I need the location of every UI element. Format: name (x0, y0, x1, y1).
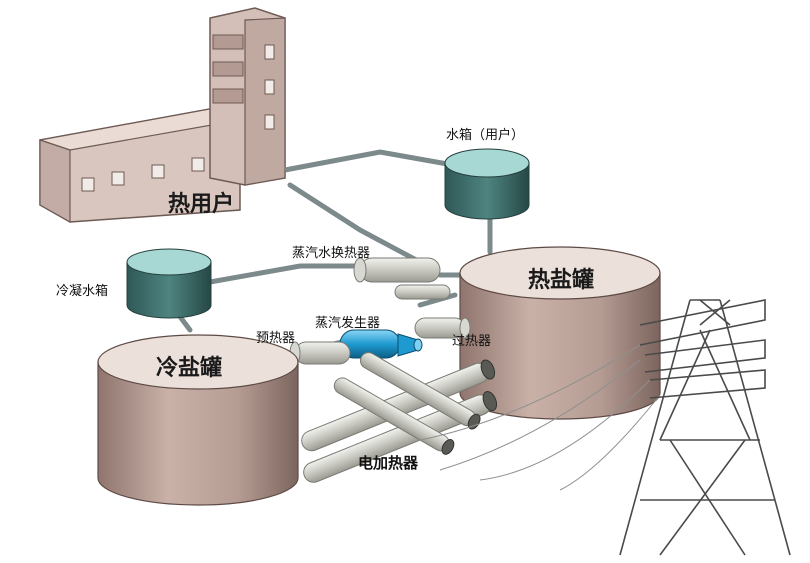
water-tank-user-label: 水箱（用户） (446, 128, 525, 143)
steam-water-heat-exchanger-label: 蒸汽水换热器 (292, 246, 371, 261)
transmission-tower-icon (619, 299, 791, 556)
heat-user-label: 热用户 (168, 192, 235, 217)
condensate-tank-icon (126, 248, 212, 319)
water-tank-user-icon (444, 148, 530, 220)
steam-generator-icon (339, 329, 423, 359)
power-lines (419, 344, 661, 491)
preheater-icon (289, 341, 351, 365)
preheater-label: 预热器 (256, 331, 296, 346)
building-icon (39, 7, 471, 224)
cold-salt-tank-icon (97, 334, 299, 506)
steam-generator-label: 蒸汽发生器 (315, 316, 381, 331)
superheater-icon (414, 317, 471, 339)
electric-heater-icon (301, 352, 498, 483)
superheater-label: 过热器 (452, 334, 492, 349)
hot-salt-tank-label: 热盐罐 (528, 268, 595, 293)
steam-water-heat-exchanger-icon (353, 257, 451, 300)
condensate-tank-label: 冷凝水箱 (56, 284, 109, 299)
electric-heater-label: 电加热器 (358, 454, 419, 472)
cold-salt-tank-label: 冷盐罐 (156, 356, 223, 381)
